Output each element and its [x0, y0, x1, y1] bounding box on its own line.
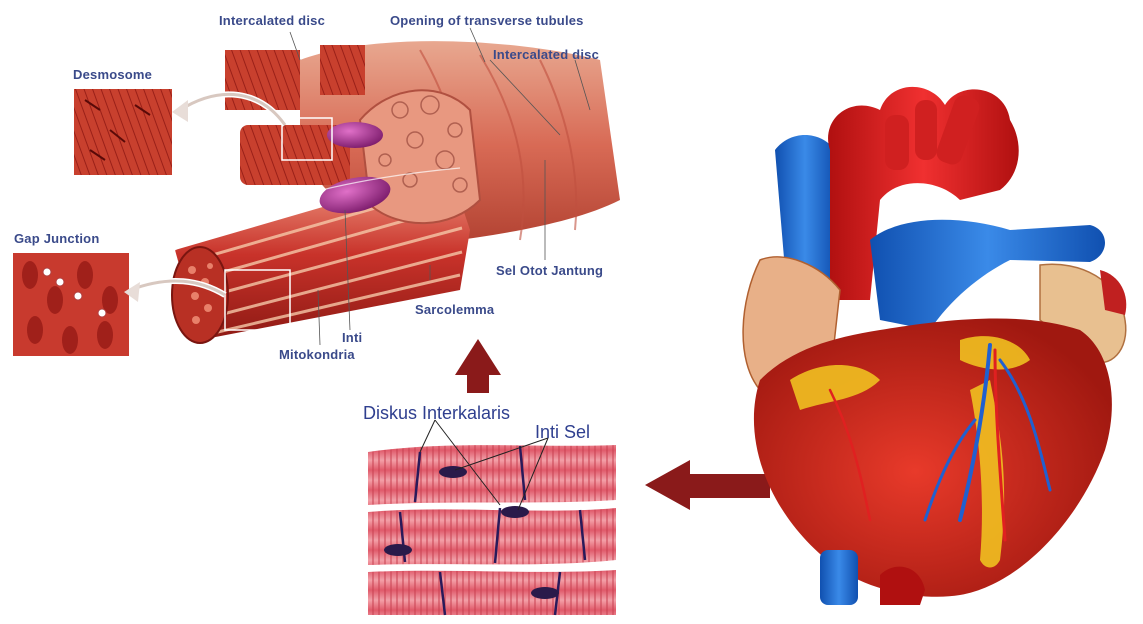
- label-desmosome: Desmosome: [73, 67, 152, 82]
- left-arrow-icon: [645, 460, 770, 510]
- label-diskus-interkalaris: Diskus Interkalaris: [363, 403, 510, 424]
- fiber-segment: [320, 45, 365, 95]
- nucleus-upper: [327, 122, 383, 148]
- label-mitokondria: Mitokondria: [279, 347, 355, 362]
- label-sarcolemma: Sarcolemma: [415, 302, 494, 317]
- label-gap-junction: Gap Junction: [14, 231, 99, 246]
- label-opening-transverse-tubules: Opening of transverse tubules: [390, 13, 584, 28]
- up-arrow-icon: [455, 339, 501, 393]
- heart-illustration: [743, 87, 1126, 605]
- label-sel-otot-jantung: Sel Otot Jantung: [496, 263, 603, 278]
- label-inti-sel: Inti Sel: [535, 422, 590, 443]
- label-intercalated-disc-right: Intercalated disc: [493, 47, 599, 62]
- cardiac-cell-illustration: [172, 41, 620, 343]
- inferior-vena-cava: [820, 550, 858, 605]
- gap-junction-inset: [12, 252, 130, 357]
- label-intercalated-disc-top: Intercalated disc: [219, 13, 325, 28]
- striated-tissue-panel: [368, 420, 616, 615]
- desmosome-inset: [73, 88, 173, 176]
- ventricles: [754, 318, 1112, 596]
- label-inti: Inti: [342, 330, 362, 345]
